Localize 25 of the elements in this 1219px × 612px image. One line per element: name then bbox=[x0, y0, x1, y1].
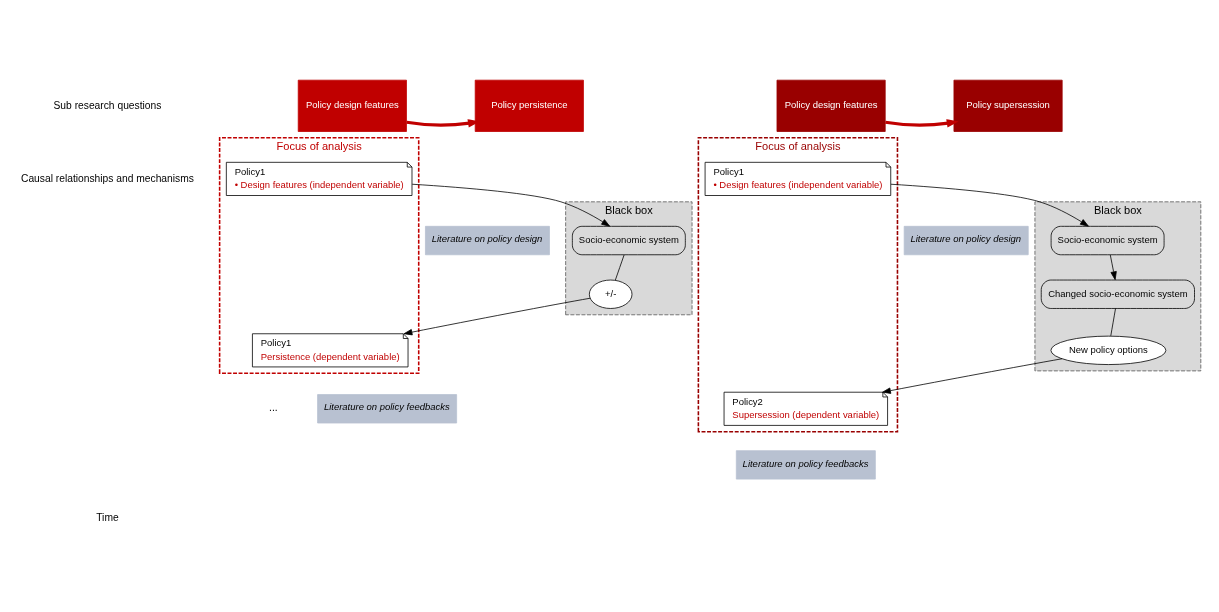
label: Causal relationships and mechanisms bbox=[20, 172, 194, 184]
node-box: Changed socio-economic system bbox=[1040, 279, 1195, 309]
node-box: Literature on policy design bbox=[903, 225, 1029, 255]
node-box: Policy design features bbox=[776, 79, 886, 132]
node-box: Literature on policy feedbacks bbox=[317, 393, 458, 423]
node-box: Policy design features bbox=[297, 79, 407, 132]
connector bbox=[614, 254, 625, 280]
arrow bbox=[411, 183, 611, 227]
label: ... bbox=[269, 401, 278, 413]
connector bbox=[1110, 307, 1116, 336]
arrow bbox=[882, 357, 1063, 394]
arrow bbox=[1109, 254, 1117, 280]
node-ellipse: +/- bbox=[588, 279, 633, 309]
node-box: Socio-economic system bbox=[1050, 225, 1165, 255]
arrow bbox=[890, 183, 1089, 227]
node-box: Policy supersession bbox=[953, 79, 1063, 132]
label: Sub research questions bbox=[53, 99, 162, 111]
node-box: Literature on policy design bbox=[425, 225, 550, 255]
label: Time bbox=[96, 511, 119, 523]
arrow bbox=[403, 297, 591, 335]
node-box: Literature on policy feedbacks bbox=[735, 449, 876, 479]
arrow bbox=[885, 118, 959, 127]
node-box: Policy persistence bbox=[474, 79, 584, 132]
node-box: Socio-economic system bbox=[571, 225, 686, 255]
node-ellipse: New policy options bbox=[1050, 335, 1167, 365]
